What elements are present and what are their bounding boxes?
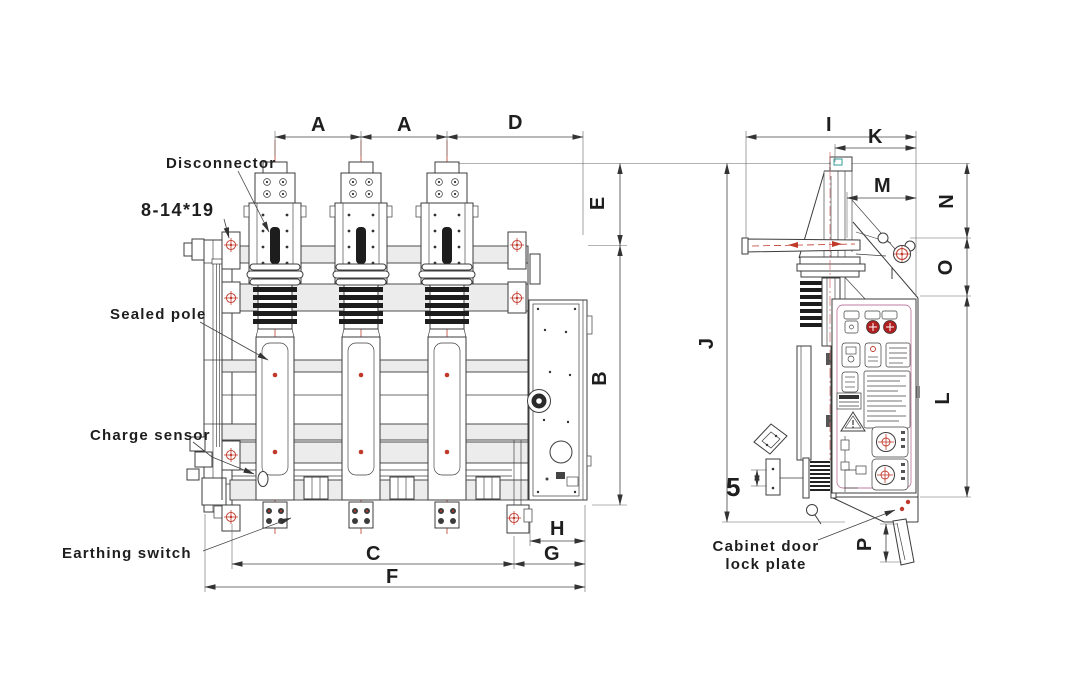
charge-sensor-roller [257, 471, 269, 487]
dial-indicator-icon [871, 426, 909, 458]
nameplate [863, 370, 911, 429]
lock-plate-5 [765, 458, 803, 496]
dim-label-h: H [550, 518, 565, 540]
dim-row-bottom: H C G F [204, 505, 586, 592]
dim-label-d: D [508, 112, 523, 134]
pole-2 [329, 139, 393, 535]
mounting-bracket [753, 423, 788, 455]
side-dimensions: J I K M N O L P [696, 114, 971, 563]
side-body [741, 152, 920, 566]
leader-sealed-pole [199, 321, 269, 361]
dim-label-g: G [544, 543, 561, 565]
label-sealed-pole: Sealed pole [110, 306, 207, 323]
insulator-ribs [800, 281, 822, 327]
pushbutton-icon [866, 320, 880, 334]
front-view: A A D E B H C G F [62, 112, 970, 592]
dim-label-a1: A [311, 114, 326, 136]
leader-earthing-switch [202, 517, 292, 552]
dim-label-i: I [826, 114, 833, 136]
dial-indicator-icon [871, 458, 909, 491]
base-bracket [475, 476, 501, 500]
leader-mounting-hole [223, 218, 230, 239]
dim-label-o: O [935, 259, 957, 276]
label-mounting-hole: 8-14*19 [141, 200, 215, 220]
cabinet-lock-plate [892, 518, 915, 566]
dim-label-j: J [696, 337, 718, 349]
dim-label-a2: A [397, 114, 412, 136]
leader-charge-sensor [192, 441, 255, 475]
hook-icon [806, 504, 822, 525]
control-panel [831, 298, 917, 494]
label-earthing-switch: Earthing switch [62, 545, 192, 562]
linkage-diagram [840, 436, 867, 492]
base-bracket [303, 476, 329, 500]
warning-triangle-icon [840, 411, 866, 432]
teal-fitting-icon [833, 158, 843, 166]
pushbutton-icon [883, 320, 897, 334]
pole-3 [415, 139, 479, 535]
pivot-target-icon [893, 240, 916, 263]
spring-coupling [802, 457, 837, 499]
front-callouts: Disconnector 8-14*19 Sealed pole Charge … [62, 155, 292, 562]
dim-label-p: P [854, 537, 876, 551]
dim-label-k: K [868, 126, 883, 148]
operation-knob-icon [527, 389, 551, 413]
dim-label-e: E [587, 196, 609, 210]
leader-cabinet-door [817, 509, 896, 541]
label-disconnector: Disconnector [166, 155, 276, 172]
label-cabinet-door: Cabinet door [713, 538, 820, 555]
dim-label-l: L [932, 391, 954, 404]
dim-label-c: C [366, 543, 381, 565]
dim-row-top: A A D [274, 112, 584, 235]
base-bracket [389, 476, 415, 500]
dim-label-f: F [386, 566, 399, 588]
side-view: J I K M N O L P [696, 114, 971, 573]
pole-1 [243, 139, 307, 535]
label-lock-plate: lock plate [725, 556, 806, 573]
leader-disconnector [237, 170, 270, 233]
dim-label-m: M [874, 175, 892, 197]
dim-label-b: B [589, 370, 611, 385]
label-charge-sensor: Charge sensor [90, 427, 211, 444]
dim-e-b: E B [587, 163, 627, 506]
dim-label-plate-5: 5 [726, 472, 740, 502]
access-hole-icon [549, 440, 573, 464]
dim-label-n: N [936, 193, 958, 208]
side-callouts: Cabinet door lock plate [713, 509, 896, 573]
mechanism-box [527, 299, 593, 501]
operating-arm [741, 231, 892, 257]
